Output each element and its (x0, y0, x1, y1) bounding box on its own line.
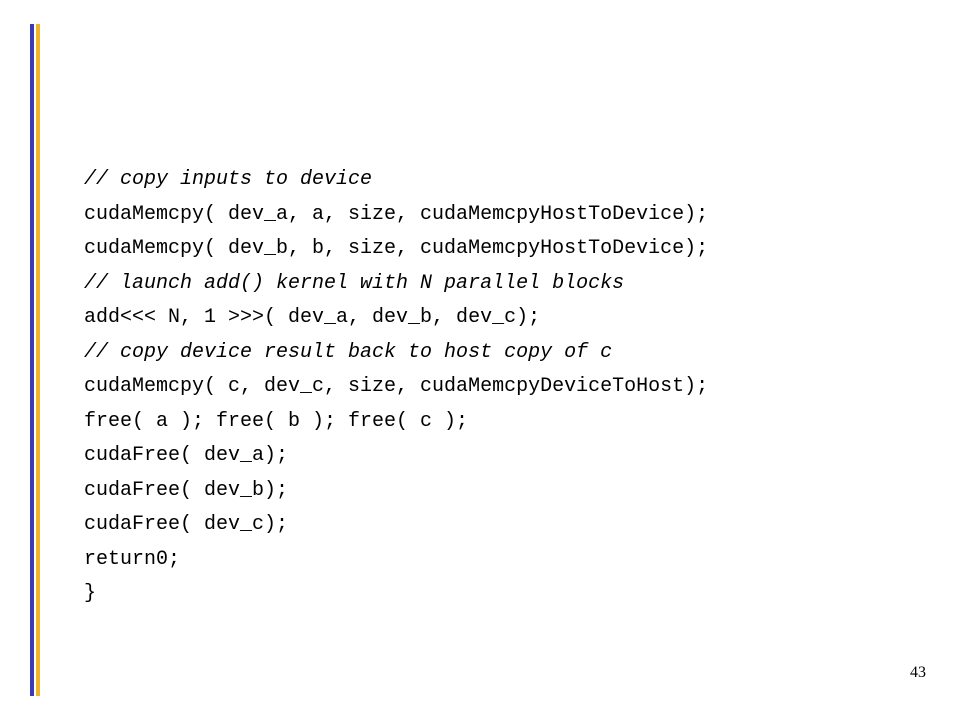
code-line: // copy inputs to device (84, 168, 373, 191)
code-line: cudaFree( dev_b); (84, 478, 289, 502)
left-accent-bar-gold (36, 24, 40, 696)
code-line: // launch add() kernel with N parallel b… (84, 271, 625, 295)
left-accent-bar-blue (30, 24, 34, 696)
code-line: cudaMemcpy( dev_a, a, size, cudaMemcpyHo… (84, 202, 709, 226)
code-line: } (84, 582, 97, 605)
code-line: cudaMemcpy( dev_b, b, size, cudaMemcpyHo… (84, 237, 709, 260)
code-line: cudaFree( dev_a); (84, 444, 289, 467)
code-line: cudaFree( dev_c); (84, 513, 289, 536)
code-block: // copy inputs to device cudaMemcpy( dev… (84, 163, 708, 612)
code-line: cudaMemcpy( c, dev_c, size, cudaMemcpyDe… (84, 375, 709, 398)
code-line: // copy device result back to host copy … (84, 340, 613, 364)
code-line: return0; (84, 547, 181, 571)
code-line: add<<< N, 1 >>>( dev_a, dev_b, dev_c); (84, 306, 541, 329)
page-number: 43 (910, 664, 926, 681)
code-line: free( a ); free( b ); free( c ); (84, 409, 469, 433)
